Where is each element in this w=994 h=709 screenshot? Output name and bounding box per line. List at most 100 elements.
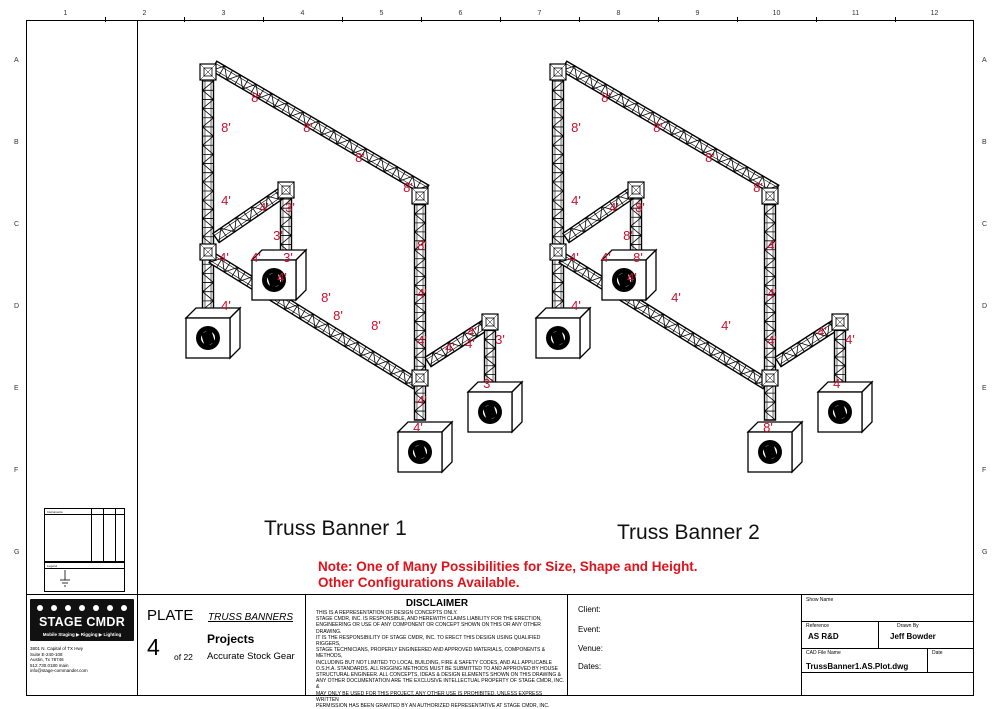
- ground-symbol-icon: [60, 570, 70, 587]
- segment-length-label: 8': [635, 200, 645, 215]
- segment-length-label: 3': [285, 200, 295, 215]
- drawn-by-value: Jeff Bowder: [890, 632, 936, 641]
- disclaimer-title: DISCLAIMER: [405, 598, 469, 609]
- row-marker: C: [14, 221, 20, 228]
- row-marker: E: [14, 385, 19, 392]
- disclaimer-line: THIS IS A REPRESENTATION OF DESIGN CONCE…: [316, 610, 458, 616]
- segment-length-label: 4': [767, 333, 777, 348]
- logo-tagline: Mobile Staging ▶ Rigging ▶ Lighting: [42, 632, 122, 637]
- disclaimer-line: STAGE CMDR, INC. IS RESPONSIBLE, AND HER…: [316, 616, 542, 623]
- segment-length-label: 4': [465, 336, 475, 351]
- disclaimer-line: O.S.H.A. STANDARDS. ALL RIGGING METHODS …: [316, 665, 558, 672]
- segment-length-label: 3': [273, 228, 283, 243]
- dates-field-label: Dates:: [578, 662, 602, 671]
- company-cell: STAGE CMDR Mobile Staging ▶ Rigging ▶ Li…: [26, 594, 138, 696]
- segment-length-label: 8': [623, 228, 633, 243]
- segment-length-label: 4': [767, 286, 777, 301]
- address-line: Austin, Tx 78746: [30, 657, 64, 662]
- corner-block: [277, 181, 295, 199]
- reference-value: AS R&D: [808, 632, 839, 641]
- info-cell: Show Name Reference AS R&D Drawn By Jeff…: [802, 594, 974, 696]
- instruments-label: Instruments: [47, 510, 63, 514]
- segment-length-label: 4': [413, 420, 423, 435]
- disclaimer-line: ANY OTHER DOCUMENTATION ARE THE EXCLUSIV…: [316, 678, 565, 691]
- column-marker: 2: [142, 10, 147, 17]
- ballast-base: [184, 306, 242, 360]
- banner-1-caption: Truss Banner 1: [264, 517, 407, 540]
- company-logo: STAGE CMDR Mobile Staging ▶ Rigging ▶ Li…: [30, 599, 134, 641]
- segment-length-label: 8': [705, 150, 715, 165]
- segment-length-label: 4': [609, 200, 619, 215]
- corner-block: [411, 187, 429, 205]
- ballast-base: [600, 248, 658, 302]
- row-marker: G: [14, 549, 20, 556]
- title-block: [26, 594, 974, 696]
- client-field-label: Client:: [578, 605, 601, 614]
- segment-length-label: 3': [495, 332, 505, 347]
- column-marker: 3: [221, 10, 226, 17]
- segment-length-label: 8': [371, 318, 381, 333]
- plate-category: TRUSS BANNERS: [208, 612, 294, 623]
- plate-section: Projects: [207, 632, 255, 646]
- instruments-box: Instruments: [44, 508, 125, 562]
- segment-length-label: 8': [403, 180, 413, 195]
- segment-length-label: 8': [601, 90, 611, 105]
- address-line: 3801 N. Capital of TX Hwy: [30, 646, 83, 651]
- segment-length-label: 4': [221, 193, 231, 208]
- address-line: info@stage-commander.com: [30, 668, 88, 673]
- column-marker: 11: [851, 10, 860, 17]
- truss-banner-2-drawing: 8'8'8'8'8'4'4'4'4'8'8'8'4'4'4'4'4'4'4'8'…: [534, 60, 874, 474]
- segment-length-label: 4': [417, 286, 427, 301]
- corner-block: [549, 63, 567, 81]
- corner-block: [761, 187, 779, 205]
- address-line: 512.730.0180 main: [30, 662, 69, 668]
- corner-block: [199, 243, 217, 261]
- segment-length-label: 3': [483, 376, 493, 391]
- segment-length-label: 3': [283, 250, 293, 265]
- segment-length-label: 4': [845, 332, 855, 347]
- segment-length-label: 4': [833, 376, 843, 391]
- corner-block: [481, 313, 499, 331]
- truss-drawing: 8'8'8'8'8'4'4'4'4'3'3'3'4'4'8'8'8'4'4'4'…: [184, 60, 874, 474]
- row-marker: D: [982, 303, 988, 310]
- event-field-label: Event:: [578, 625, 601, 634]
- ballast-base: [466, 380, 524, 434]
- drawn-by-label: Drawn By: [897, 623, 919, 629]
- column-marker: 6: [458, 10, 463, 17]
- segment-length-label: 8': [571, 120, 581, 135]
- row-marker: A: [14, 57, 19, 64]
- segment-length-label: 4': [571, 298, 581, 313]
- segment-length-label: 8': [333, 308, 343, 323]
- venue-field-label: Venue:: [578, 644, 603, 653]
- truss-segment: [210, 60, 430, 196]
- column-marker: 4: [300, 10, 305, 17]
- logo-text: STAGE CMDR: [38, 615, 126, 629]
- segment-length-label: 4': [277, 270, 287, 285]
- segment-length-label: 4': [251, 250, 261, 265]
- truss-banner-1-drawing: 8'8'8'8'8'4'4'4'4'3'3'3'4'4'8'8'8'4'4'4'…: [184, 60, 524, 474]
- row-marker: G: [982, 549, 988, 556]
- plate-number: 4: [147, 634, 160, 660]
- cad-file-label: CAD File Name: [806, 650, 841, 656]
- address-line: Suite E-240-108: [30, 651, 63, 657]
- lights-icon: [37, 605, 127, 611]
- segment-length-label: 8': [653, 120, 663, 135]
- row-marker: D: [14, 303, 20, 310]
- row-marker: F: [14, 467, 19, 474]
- column-marker: 5: [379, 10, 384, 17]
- show-name-label: Show Name: [806, 597, 834, 603]
- disclaimer-line: PERMISSION HAS BEEN GRANTED BY AN AUTHOR…: [316, 703, 550, 709]
- disclaimer-text: THIS IS A REPRESENTATION OF DESIGN CONCE…: [316, 610, 566, 709]
- segment-length-label: 4': [445, 340, 455, 355]
- corner-block: [549, 243, 567, 261]
- segment-length-label: 4': [221, 298, 231, 313]
- corner-block: [411, 369, 429, 387]
- disclaimer-line: IT IS THE RESPONSIBILITY OF STAGE CMDR, …: [316, 634, 541, 648]
- segment-length-label: 4': [721, 318, 731, 333]
- truss-segment: [201, 71, 215, 311]
- drawing-frame: [26, 20, 974, 696]
- plate-of-total: of 22: [174, 652, 193, 662]
